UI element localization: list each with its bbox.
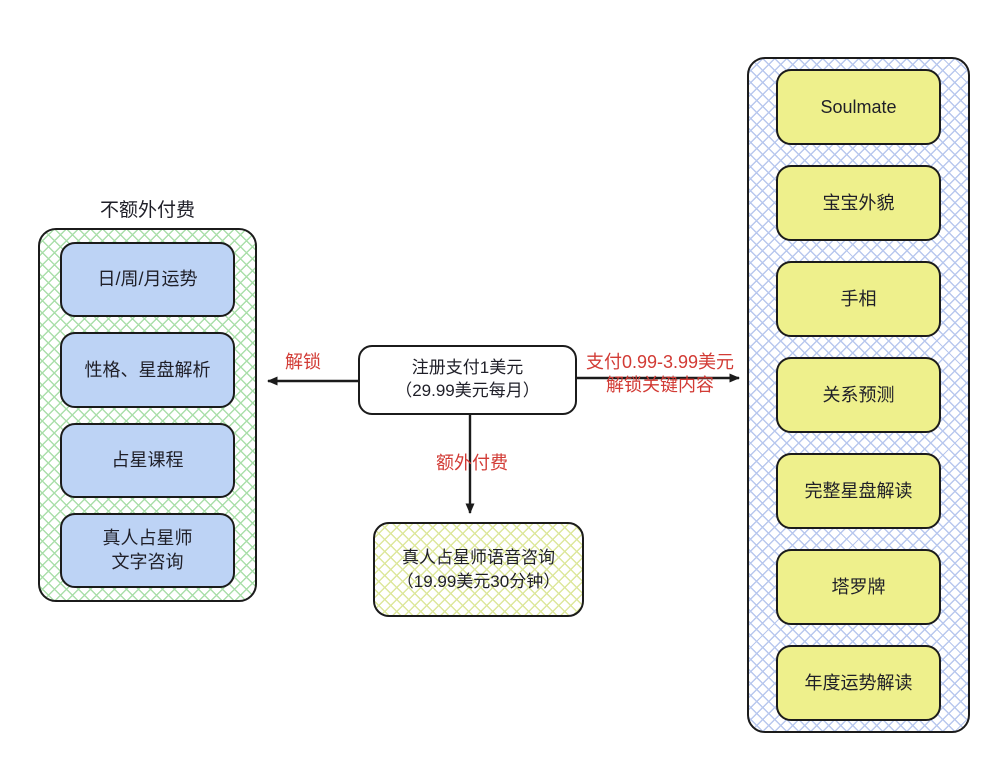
center-node-line2: （29.99美元每月） xyxy=(395,381,540,400)
free-node-daily-fortune: 日/周/月运势 xyxy=(60,242,235,318)
premium-group-container: Soulmate 宝宝外貌 手相 关系预测 完整星盘解读 塔罗牌 年度运势解读 xyxy=(747,57,970,733)
free-node-personality-chart: 性格、星盘解析 xyxy=(60,332,235,408)
pay-range-edge-label-line2: 解锁关键内容 xyxy=(606,375,714,396)
unlock-edge-label: 解锁 xyxy=(285,352,321,372)
pay-range-edge-label-line1: 支付0.99-3.99美元 xyxy=(585,352,735,372)
extra-pay-edge-label: 额外付费 xyxy=(436,453,508,473)
premium-node-tarot: 塔罗牌 xyxy=(776,549,941,625)
free-node-astrology-course: 占星课程 xyxy=(60,422,235,498)
premium-node-baby-appearance: 宝宝外貌 xyxy=(776,165,941,241)
premium-node-annual-fortune: 年度运势解读 xyxy=(776,645,941,721)
free-group-container: 日/周/月运势 性格、星盘解析 占星课程 真人占星师 文字咨询 xyxy=(38,228,257,602)
premium-node-palmistry: 手相 xyxy=(776,261,941,337)
premium-node-relationship-prediction: 关系预测 xyxy=(776,357,941,433)
premium-node-soulmate: Soulmate xyxy=(776,69,941,145)
paid-node-line2: （19.99美元30分钟） xyxy=(396,571,561,591)
free-node-text-consult: 真人占星师 文字咨询 xyxy=(60,512,235,588)
premium-node-full-chart-reading: 完整星盘解读 xyxy=(776,453,941,529)
center-node-signup: 注册支付1美元 （29.99美元每月） xyxy=(358,345,577,415)
center-node-line1: 注册支付1美元 xyxy=(411,358,524,378)
paid-node-voice-consult: 真人占星师语音咨询 （19.99美元30分钟） xyxy=(373,522,584,617)
pay-range-edge-label: 支付0.99-3.99美元 解锁关键内容 xyxy=(566,351,754,397)
free-group-title: 不额外付费 xyxy=(99,200,195,221)
paid-node-line1: 真人占星师语音咨询 xyxy=(402,547,555,567)
